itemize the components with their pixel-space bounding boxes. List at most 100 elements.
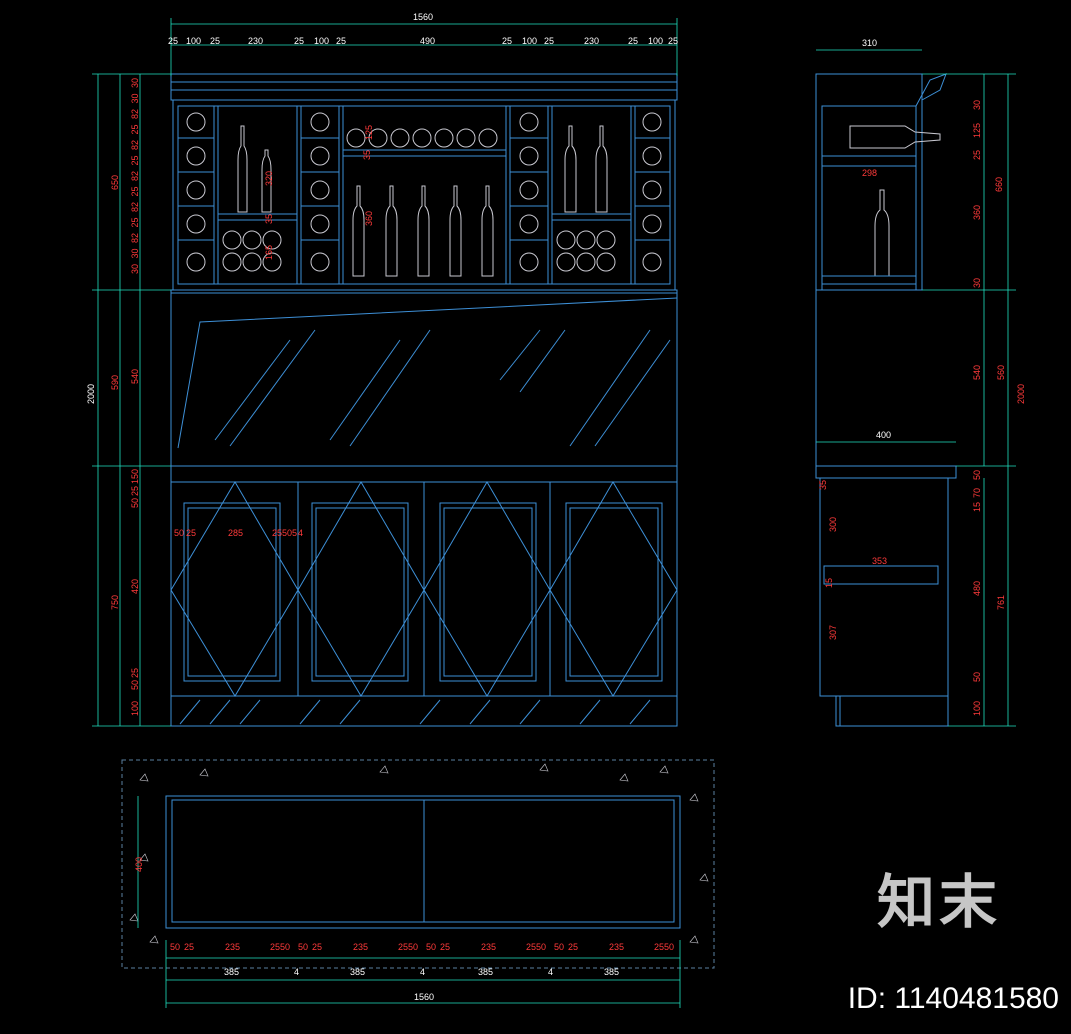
side-small-label: 35 bbox=[818, 480, 828, 490]
door-label: 4 bbox=[298, 528, 303, 538]
side-counter-width: 400 bbox=[876, 430, 891, 440]
front-total-width: 1560 bbox=[413, 12, 433, 22]
plan-door-label: 385 bbox=[224, 967, 239, 977]
side-elevation bbox=[815, 73, 957, 727]
top-segment-label: 25 bbox=[668, 36, 678, 46]
rack-label: 320 bbox=[264, 171, 274, 186]
plan-door-label: 4 bbox=[420, 967, 425, 977]
door-label: 5 bbox=[292, 528, 297, 538]
top-segment-label: 100 bbox=[522, 36, 537, 46]
side-drawer-bottom: 307 bbox=[828, 625, 838, 640]
left-small-label: 82 bbox=[130, 202, 140, 212]
plan-segment-label: 25 bbox=[654, 942, 664, 952]
side-right-label: 360 bbox=[972, 205, 982, 220]
front-left-total: 2000 bbox=[86, 384, 96, 404]
left-small-label: 25 bbox=[130, 155, 140, 165]
left-small-label: 25 bbox=[130, 124, 140, 134]
left-lower-label: 25 bbox=[130, 668, 140, 678]
plan-depth: 400 bbox=[134, 857, 144, 872]
plan-segment-label: 235 bbox=[609, 942, 624, 952]
rack-label: 35 bbox=[264, 214, 274, 224]
watermark-id: ID: 1140481580 bbox=[847, 982, 1059, 1015]
side-right-label: 30 bbox=[972, 278, 982, 288]
side-right-total: 2000 bbox=[1016, 384, 1026, 404]
plan-door-label: 4 bbox=[294, 967, 299, 977]
top-segment-label: 25 bbox=[168, 36, 178, 46]
side-shelf-width: 298 bbox=[862, 168, 877, 178]
rack-label: 125 bbox=[364, 125, 374, 140]
side-right-label: 30 bbox=[972, 100, 982, 110]
plan-total-width: 1560 bbox=[414, 992, 434, 1002]
glass-panel bbox=[170, 289, 678, 467]
top-segment-label: 25 bbox=[628, 36, 638, 46]
rack-label: 165 bbox=[264, 245, 274, 260]
door-label: 25 bbox=[272, 528, 282, 538]
top-segment-label: 230 bbox=[584, 36, 599, 46]
plan-cabinet bbox=[165, 795, 681, 929]
left-small-label: 30 bbox=[130, 78, 140, 88]
left-lower-label: 420 bbox=[130, 579, 140, 594]
side-lower-label: 15 bbox=[972, 502, 982, 512]
wine-bottles bbox=[237, 125, 608, 277]
top-segment-label: 230 bbox=[248, 36, 263, 46]
left-part-label: 650 bbox=[110, 175, 120, 190]
side-right-label: 125 bbox=[972, 123, 982, 138]
plan-segment-label: 25 bbox=[398, 942, 408, 952]
left-small-label: 82 bbox=[130, 140, 140, 150]
plan-segment-label: 50 bbox=[408, 942, 418, 952]
plan-segment-label: 50 bbox=[664, 942, 674, 952]
plan-door-label: 385 bbox=[350, 967, 365, 977]
door-label: 50 bbox=[174, 528, 184, 538]
plan-segment-label: 50 bbox=[554, 942, 564, 952]
front-elevation bbox=[170, 73, 678, 727]
door-label: 25 bbox=[186, 528, 196, 538]
plan-segment-label: 235 bbox=[481, 942, 496, 952]
side-top-width: 310 bbox=[862, 38, 877, 48]
countertop bbox=[170, 465, 678, 483]
left-small-label: 82 bbox=[130, 171, 140, 181]
side-counter bbox=[815, 465, 957, 479]
left-small-label: 25 bbox=[130, 186, 140, 196]
plan-door-label: 4 bbox=[548, 967, 553, 977]
left-lower-label: 100 bbox=[130, 701, 140, 716]
rack-label: 360 bbox=[364, 211, 374, 226]
side-lower-label: 70 bbox=[972, 488, 982, 498]
left-small-label: 82 bbox=[130, 109, 140, 119]
plan-segment-label: 50 bbox=[298, 942, 308, 952]
plan-segment-label: 25 bbox=[526, 942, 536, 952]
left-small-label: 30 bbox=[130, 248, 140, 258]
plan-segment-label: 50 bbox=[426, 942, 436, 952]
left-lower-label: 50 bbox=[130, 680, 140, 690]
plan-door-label: 385 bbox=[604, 967, 619, 977]
side-small-label: 15 bbox=[824, 578, 834, 588]
watermark-logo: 知末 bbox=[876, 868, 1001, 936]
left-part-label: 590 bbox=[110, 375, 120, 390]
side-drawer-top: 300 bbox=[828, 517, 838, 532]
top-segment-label: 25 bbox=[294, 36, 304, 46]
plan-segment-label: 50 bbox=[536, 942, 546, 952]
front-left-small: 3030822582258225822582303054015025504205… bbox=[130, 78, 374, 716]
front-crown bbox=[170, 73, 678, 101]
plan-segment-label: 25 bbox=[312, 942, 322, 952]
plan-segment-label: 50 bbox=[280, 942, 290, 952]
left-part-label: 750 bbox=[110, 595, 120, 610]
plan-doors: 385 4 385 4 385 4 385 bbox=[224, 967, 619, 977]
rack-shelves bbox=[178, 137, 670, 241]
plan-door-label: 385 bbox=[478, 967, 493, 977]
left-small-label: 30 bbox=[130, 93, 140, 103]
plan-segment-label: 50 bbox=[170, 942, 180, 952]
bottle-ends-columns bbox=[186, 112, 662, 272]
top-segment-label: 490 bbox=[420, 36, 435, 46]
plinth bbox=[170, 695, 678, 727]
side-base bbox=[819, 477, 949, 697]
top-segment-label: 100 bbox=[314, 36, 329, 46]
side-right-label: 25 bbox=[972, 150, 982, 160]
left-small-label: 30 bbox=[130, 264, 140, 274]
left-small-label: 82 bbox=[130, 233, 140, 243]
left-small-label: 25 bbox=[130, 217, 140, 227]
side-dimensions bbox=[816, 49, 1016, 727]
front-left-parts: 650 590 750 bbox=[110, 175, 120, 610]
side-right-parts: 30 125 25 360 30 bbox=[972, 100, 982, 288]
